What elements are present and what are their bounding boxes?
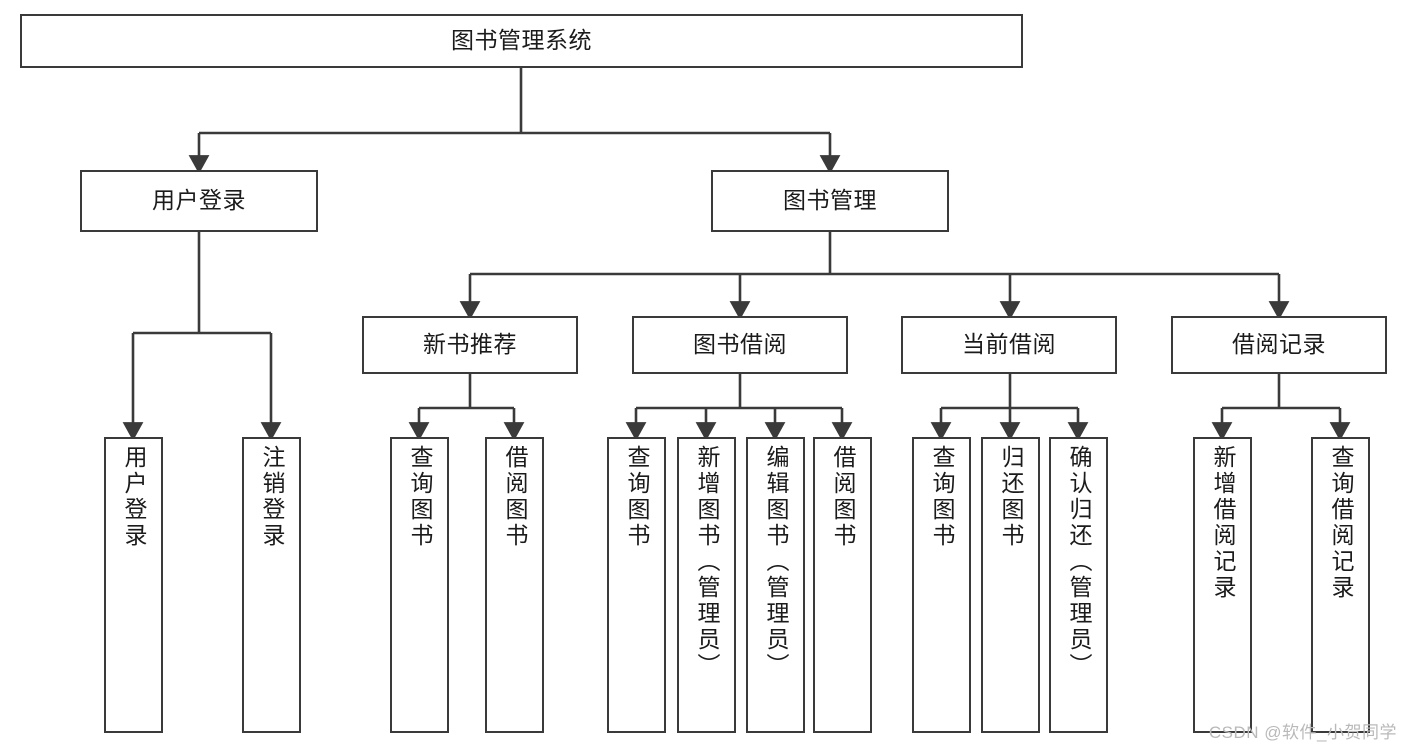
node-label: 新增图书（管理员） — [694, 445, 720, 679]
node-leaf-confirm-return-admin[interactable]: 确认归还（管理员） — [1049, 437, 1108, 733]
node-leaf-borrow-book-rec[interactable]: 借阅图书 — [485, 437, 544, 733]
node-label: 借阅图书 — [502, 445, 528, 549]
node-root-system[interactable]: 图书管理系统 — [20, 14, 1023, 68]
node-label: 图书管理系统 — [451, 27, 592, 54]
node-label: 查询借阅记录 — [1328, 445, 1354, 601]
node-new-book-recommend[interactable]: 新书推荐 — [362, 316, 578, 374]
node-user-login[interactable]: 用户登录 — [80, 170, 318, 232]
node-leaf-edit-book-admin[interactable]: 编辑图书（管理员） — [746, 437, 805, 733]
node-label: 图书借阅 — [693, 331, 787, 358]
node-book-borrow[interactable]: 图书借阅 — [632, 316, 848, 374]
node-leaf-query-book-borrow[interactable]: 查询图书 — [607, 437, 666, 733]
node-leaf-query-borrow-record[interactable]: 查询借阅记录 — [1311, 437, 1370, 733]
node-current-borrow[interactable]: 当前借阅 — [901, 316, 1117, 374]
node-label: 当前借阅 — [962, 331, 1056, 358]
node-label: 图书管理 — [783, 187, 877, 214]
node-label: 查询图书 — [407, 445, 433, 549]
node-leaf-add-borrow-record[interactable]: 新增借阅记录 — [1193, 437, 1252, 733]
node-label: 编辑图书（管理员） — [763, 445, 789, 679]
node-label: 借阅记录 — [1232, 331, 1326, 358]
node-leaf-add-book-admin[interactable]: 新增图书（管理员） — [677, 437, 736, 733]
node-label: 借阅图书 — [830, 445, 856, 549]
node-label: 新增借阅记录 — [1210, 445, 1236, 601]
node-leaf-logout[interactable]: 注销登录 — [242, 437, 301, 733]
node-label: 新书推荐 — [423, 331, 517, 358]
node-label: 注销登录 — [259, 445, 285, 549]
node-borrow-record[interactable]: 借阅记录 — [1171, 316, 1387, 374]
node-book-management[interactable]: 图书管理 — [711, 170, 949, 232]
node-leaf-borrow-book[interactable]: 借阅图书 — [813, 437, 872, 733]
node-label: 用户登录 — [121, 445, 147, 549]
node-label: 查询图书 — [624, 445, 650, 549]
node-label: 用户登录 — [152, 187, 246, 214]
node-leaf-query-book-rec[interactable]: 查询图书 — [390, 437, 449, 733]
node-leaf-return-book[interactable]: 归还图书 — [981, 437, 1040, 733]
node-label: 确认归还（管理员） — [1066, 445, 1092, 679]
watermark-text: CSDN @软件_小贺同学 — [1208, 723, 1397, 742]
node-leaf-query-book-current[interactable]: 查询图书 — [912, 437, 971, 733]
node-leaf-user-login[interactable]: 用户登录 — [104, 437, 163, 733]
node-label: 查询图书 — [929, 445, 955, 549]
node-label: 归还图书 — [998, 445, 1024, 549]
